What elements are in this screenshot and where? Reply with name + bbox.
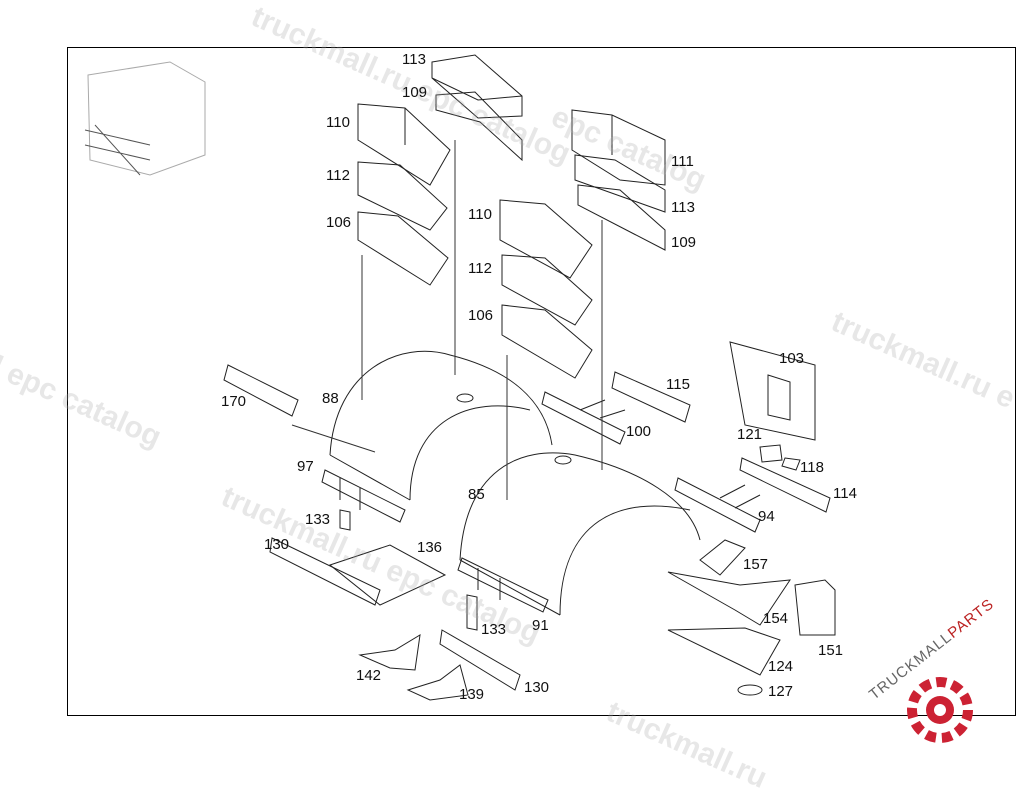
parts-diagram	[84, 54, 836, 701]
part-label[interactable]: 106	[326, 214, 352, 231]
part-label[interactable]: 154	[763, 610, 789, 627]
part-label[interactable]: 110	[468, 206, 492, 223]
part-label[interactable]: 130	[524, 679, 550, 696]
fender-85	[459, 452, 701, 616]
bracket-130-left	[269, 537, 381, 606]
crate-110-center	[499, 199, 593, 279]
bracket-100	[541, 391, 626, 445]
fender-88	[329, 350, 553, 501]
washer-127	[737, 684, 763, 696]
part-label[interactable]: 170	[221, 393, 247, 410]
part-label[interactable]: 133	[305, 511, 331, 528]
part-label[interactable]: 130	[264, 536, 290, 553]
part-label[interactable]: 142	[356, 667, 382, 684]
part-label[interactable]: 100	[626, 423, 652, 440]
part-label[interactable]: 151	[818, 642, 844, 659]
part-label[interactable]: 139	[459, 686, 485, 703]
tray-106-left	[357, 211, 449, 286]
crate-112-left	[357, 161, 448, 231]
panel-103	[729, 341, 816, 441]
crate-110-left	[357, 103, 451, 186]
truckmall-logo-gear-icon	[907, 677, 973, 743]
part-label[interactable]: 118	[800, 459, 824, 476]
stud-133-center	[466, 594, 478, 631]
crate-112-center	[501, 254, 593, 326]
plate-124	[667, 627, 781, 676]
plate-154	[667, 571, 792, 626]
bar-114	[739, 457, 831, 513]
part-label[interactable]: 115	[666, 376, 690, 393]
stud-133-left	[339, 509, 351, 531]
part-label[interactable]: 111	[671, 153, 694, 170]
part-label[interactable]: 112	[326, 167, 350, 184]
drawing-frame	[67, 47, 1016, 716]
part-label[interactable]: 103	[779, 350, 805, 367]
clip-118	[781, 457, 801, 471]
part-label[interactable]: 97	[297, 458, 314, 475]
part-label[interactable]: 110	[326, 114, 350, 131]
bracket-142	[358, 634, 421, 671]
part-label[interactable]: 113	[671, 199, 695, 216]
part-label[interactable]: 124	[768, 658, 794, 675]
tray-109-top	[435, 91, 523, 162]
thumbnail-overview	[84, 61, 206, 176]
bracket-91	[457, 557, 549, 613]
crate-111	[571, 109, 666, 186]
part-label[interactable]: 109	[402, 84, 428, 101]
leader-lines	[291, 140, 603, 500]
part-label[interactable]: 88	[322, 390, 339, 407]
crate-113-right	[574, 154, 666, 213]
part-label[interactable]: 114	[833, 485, 857, 502]
tray-109-right	[577, 184, 666, 251]
part-label[interactable]: 94	[758, 508, 775, 525]
part-label[interactable]: 127	[768, 683, 794, 700]
bracket-139	[406, 664, 469, 701]
plate-157	[699, 539, 746, 576]
tray-106-center	[501, 304, 593, 379]
bracket-97	[321, 469, 406, 523]
bracket-94	[674, 477, 761, 533]
bar-130-center	[439, 629, 521, 691]
bar-170	[223, 364, 299, 417]
crate-113-top	[431, 54, 523, 119]
part-label[interactable]: 106	[468, 307, 494, 324]
bar-115	[611, 371, 691, 423]
part-label[interactable]: 91	[532, 617, 549, 634]
part-label[interactable]: 109	[671, 234, 697, 251]
plate-121	[759, 444, 783, 463]
part-label[interactable]: 112	[468, 260, 492, 277]
part-label[interactable]: 85	[468, 486, 485, 503]
plate-136	[328, 544, 447, 606]
part-label[interactable]: 133	[481, 621, 507, 638]
part-label[interactable]: 121	[737, 426, 763, 443]
part-label[interactable]: 136	[417, 539, 443, 556]
part-label[interactable]: 113	[402, 51, 426, 68]
part-label[interactable]: 157	[743, 556, 769, 573]
bracket-151	[794, 579, 836, 636]
